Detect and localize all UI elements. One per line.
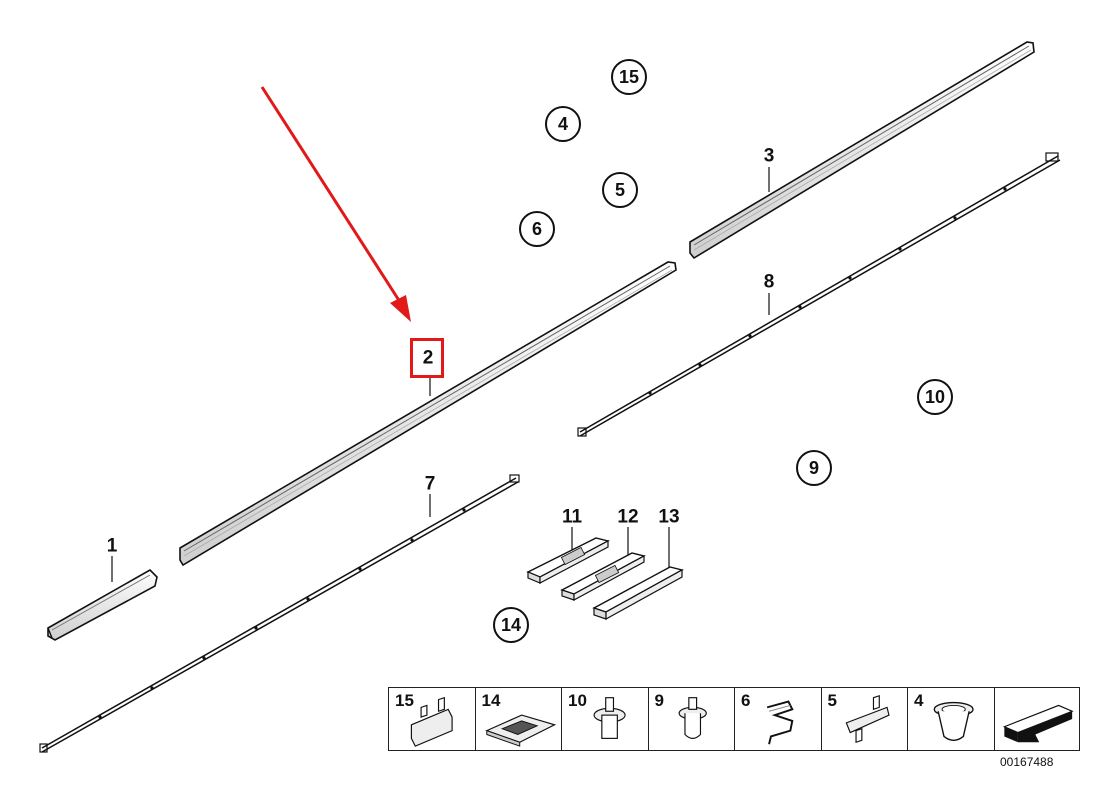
legend-cell-5: 5 — [822, 688, 908, 750]
bracket-clip-icon — [410, 696, 453, 747]
diagram-id: 00167488 — [1000, 755, 1054, 769]
legend-number: 4 — [914, 691, 924, 710]
legend-cell-10: 10 — [562, 688, 649, 750]
spring-clip-icon — [766, 700, 794, 745]
legend-number: 5 — [827, 691, 837, 710]
grommet-icon — [933, 701, 974, 741]
part-label-8: 8 — [763, 271, 775, 293]
part-label-7: 7 — [424, 473, 436, 495]
legend-number: 6 — [741, 691, 751, 710]
push-rivet-icon — [593, 697, 626, 739]
legend-cell-6: 6 — [735, 688, 822, 750]
part-label-2: 2 — [422, 347, 434, 369]
carrier-rail-7 — [39, 474, 520, 753]
part-label-11: 11 — [561, 506, 583, 528]
part-label-3: 3 — [763, 145, 775, 167]
leader-lines — [111, 167, 770, 582]
circled-number-5: 5 — [602, 172, 638, 208]
part-label-12: 12 — [617, 506, 639, 528]
legend-cell-9: 9 — [649, 688, 735, 750]
trim-part-2 — [179, 261, 677, 567]
callout-arrow — [260, 86, 411, 322]
legend-number: 10 — [568, 691, 587, 710]
circled-number-9: 9 — [796, 450, 832, 486]
clip-strip-11 — [526, 537, 610, 584]
circled-number-14: 14 — [493, 607, 529, 643]
pad-clip-icon — [484, 714, 556, 747]
legend-cell-15: 15 — [389, 688, 476, 750]
legend-number: 9 — [654, 691, 664, 710]
legend-number: 15 — [395, 691, 414, 710]
parts-legend: 15 14 10 9 — [388, 687, 1080, 751]
expansion-rivet-icon — [678, 697, 707, 739]
circled-number-15: 15 — [611, 59, 647, 95]
clip-strip-13 — [592, 566, 684, 621]
trim-part-3 — [689, 41, 1035, 260]
trim-part-1 — [47, 569, 158, 641]
circled-number-4: 4 — [545, 106, 581, 142]
circled-number-6: 6 — [519, 211, 555, 247]
circled-number-10: 10 — [917, 379, 953, 415]
legend-number: 14 — [481, 691, 501, 710]
clip-strip-12 — [560, 552, 646, 602]
part-label-13: 13 — [658, 506, 680, 528]
carrier-rail-8 — [577, 152, 1061, 437]
bracket-mount-icon — [845, 694, 890, 744]
legend-cell-arrow — [995, 688, 1082, 750]
legend-cell-14: 14 — [476, 688, 562, 750]
legend-cell-4: 4 — [908, 688, 995, 750]
arrow-icon — [1002, 704, 1074, 743]
part-label-1: 1 — [106, 535, 118, 557]
highlight-box-part-2 — [410, 338, 444, 378]
